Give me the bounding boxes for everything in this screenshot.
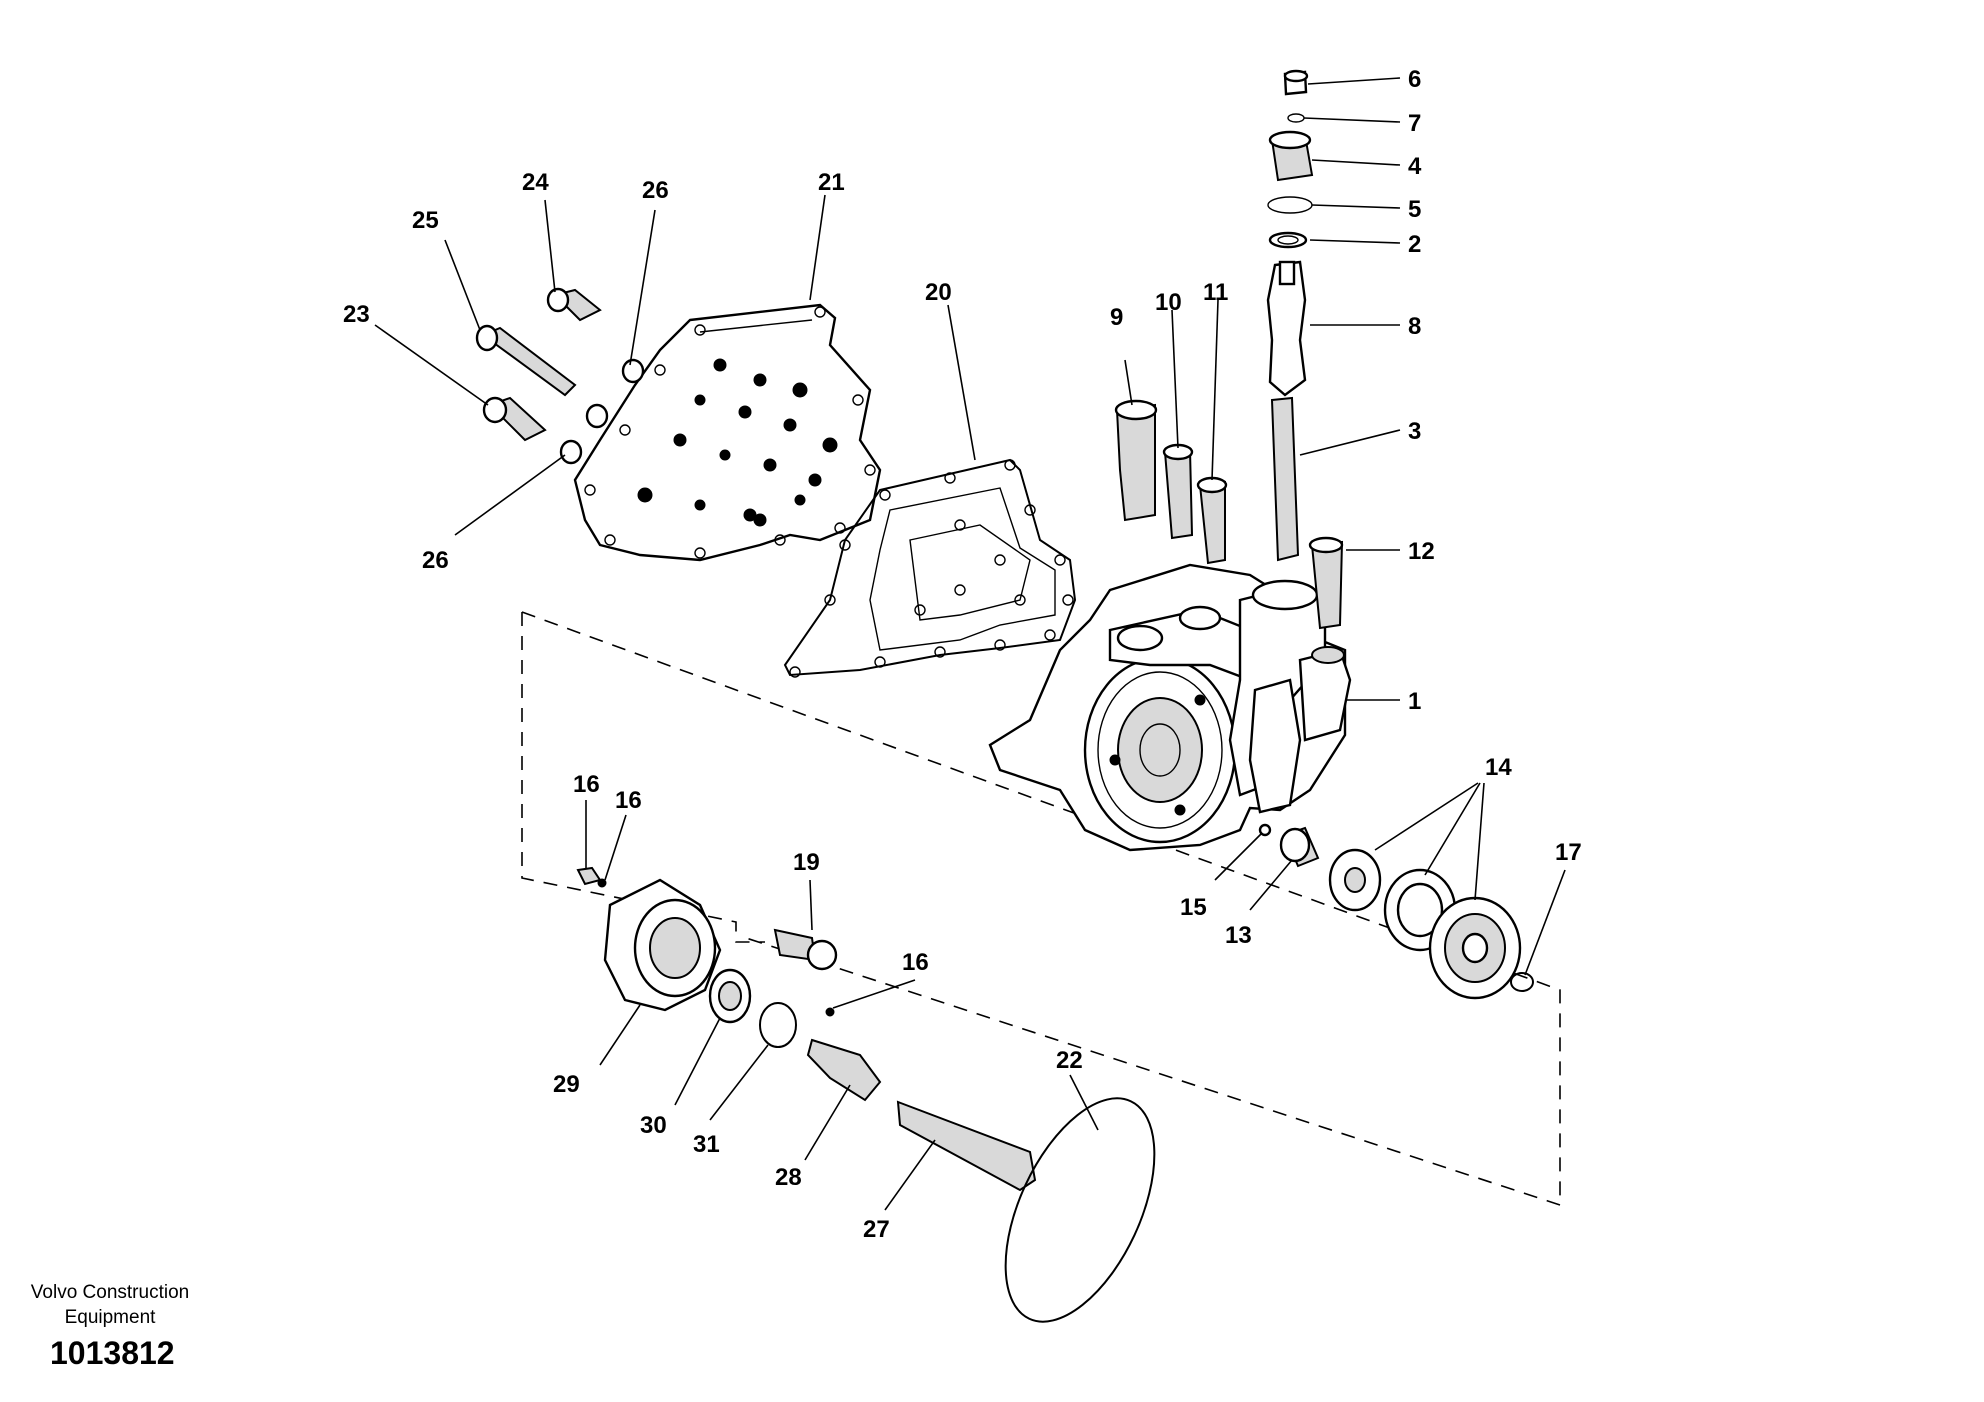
callout-26-bottom: 26	[422, 547, 449, 574]
callout-27: 27	[863, 1216, 890, 1243]
callout-28: 28	[775, 1164, 802, 1191]
callout-21: 21	[818, 169, 845, 196]
callout-10: 10	[1155, 289, 1182, 316]
callout-11: 11	[1203, 279, 1228, 306]
callout-18: 17	[1555, 839, 1582, 866]
leader-lines	[374, 77, 1566, 1211]
callout-6: 6	[1408, 66, 1421, 93]
brand-line-1: Volvo Construction	[30, 1282, 190, 1303]
callout-22: 22	[1056, 1047, 1083, 1074]
callout-26-top: 26	[642, 177, 669, 204]
callout-29: 29	[553, 1071, 580, 1098]
callout-14: 14	[1485, 754, 1512, 781]
callout-15: 15	[1180, 894, 1207, 921]
valve-spool-stack	[1266, 69, 1314, 562]
rotor-set	[1258, 823, 1534, 1000]
brand-label: Volvo Construction Equipment	[20, 1280, 200, 1330]
callout-labels: 6 7 4 5 2 8 3 12 1 9 10 11 20 21 24 26 2…	[343, 66, 1582, 1243]
document-number: 1013812	[50, 1335, 175, 1371]
callout-23: 23	[343, 301, 370, 328]
callout-5: 5	[1408, 196, 1421, 223]
callout-19: 19	[793, 849, 820, 876]
callout-9: 9	[1110, 304, 1123, 331]
callout-30: 30	[640, 1112, 667, 1139]
callout-2: 2	[1408, 231, 1421, 258]
callout-24: 24	[522, 169, 549, 196]
assembly-dashed-outline	[521, 611, 1561, 1206]
callout-7: 7	[1408, 110, 1421, 137]
callout-12: 12	[1408, 538, 1435, 565]
callout-25: 25	[412, 207, 439, 234]
callout-16-top: 16	[615, 787, 642, 814]
plug-screws	[1114, 399, 1344, 630]
callout-8: 8	[1408, 313, 1421, 340]
brand-line-2: Equipment	[64, 1307, 156, 1328]
gasket	[783, 458, 1077, 678]
callout-17: 16	[573, 771, 600, 798]
valve-cover-plate	[573, 303, 882, 562]
callout-31: 31	[693, 1131, 720, 1158]
callout-4: 4	[1408, 153, 1422, 180]
callout-20: 20	[925, 279, 952, 306]
bolts-and-washers	[475, 287, 645, 465]
callout-16-mid: 16	[902, 949, 929, 976]
pump-housing	[988, 563, 1352, 852]
callout-1: 1	[1408, 688, 1421, 715]
callout-13: 13	[1225, 922, 1252, 949]
lower-parts	[576, 866, 1156, 1323]
callout-3: 3	[1408, 418, 1421, 445]
